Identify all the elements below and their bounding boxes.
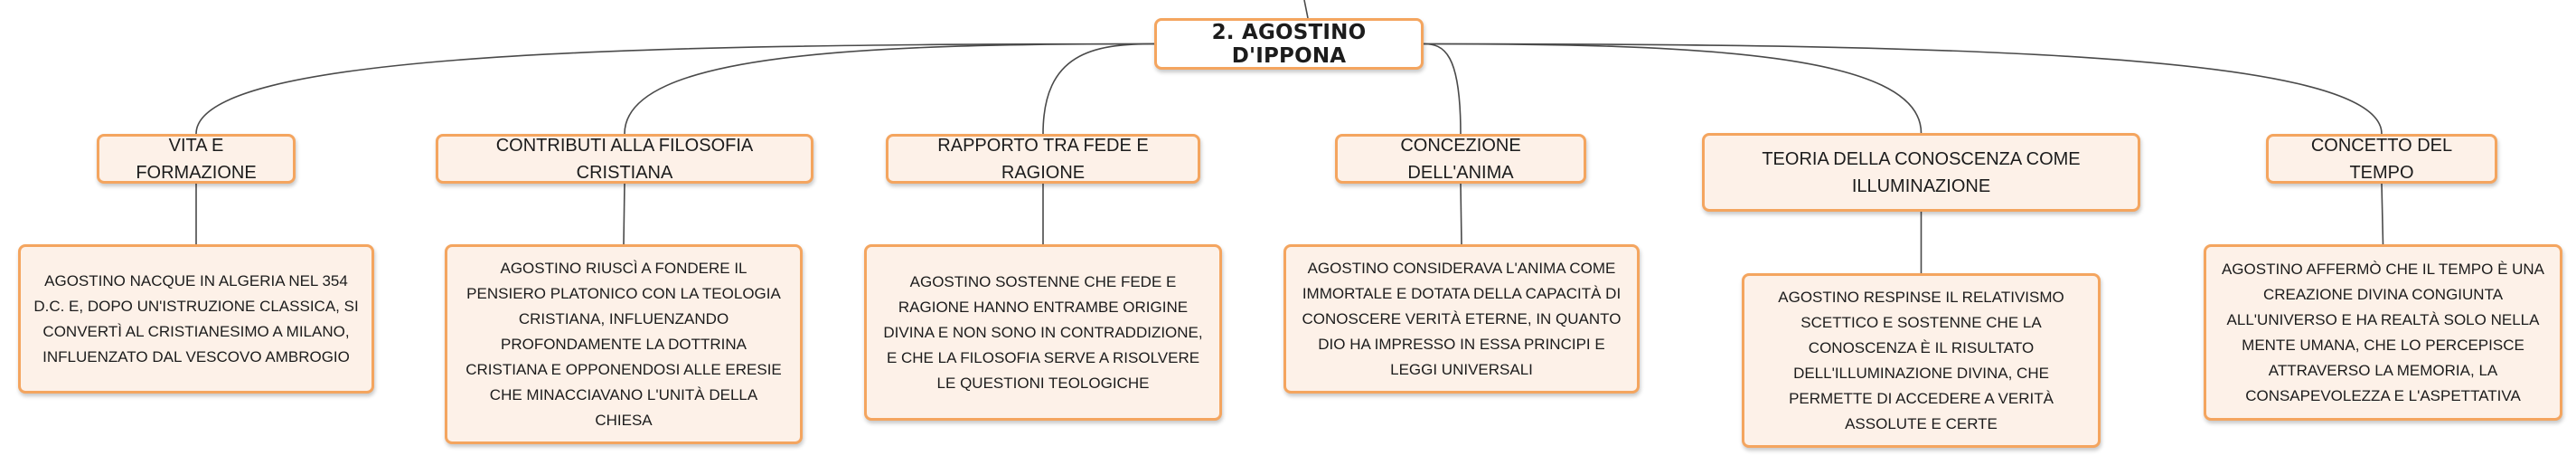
branch-link-1: [624, 43, 1155, 135]
topic-node-tempo[interactable]: CONCETTO DEL TEMPO: [2266, 134, 2497, 184]
detail-link-5: [2381, 183, 2384, 245]
branch-link-3: [1423, 43, 1462, 135]
topic-node-anima[interactable]: CONCEZIONE DELL'ANIMA: [1335, 134, 1586, 184]
detail-node-anima[interactable]: AGOSTINO CONSIDERAVA L'ANIMA COME IMMORT…: [1283, 244, 1640, 394]
branch-link-0: [195, 43, 1155, 135]
detail-text: AGOSTINO CONSIDERAVA L'ANIMA COME IMMORT…: [1302, 259, 1622, 378]
topic-node-vita[interactable]: VITA E FORMAZIONE: [97, 134, 296, 184]
detail-link-1: [623, 183, 625, 245]
detail-node-conoscenza[interactable]: AGOSTINO RESPINSE IL RELATIVISMO SCETTIC…: [1742, 273, 2101, 448]
root-node[interactable]: 2. AGOSTINO D'IPPONA: [1154, 18, 1424, 70]
topic-node-fede-ragione[interactable]: RAPPORTO TRA FEDE E RAGIONE: [886, 134, 1200, 184]
detail-text: AGOSTINO AFFERMÒ CHE IL TEMPO È UNA CREA…: [2221, 260, 2545, 404]
detail-text: AGOSTINO NACQUE IN ALGERIA NEL 354 D.C. …: [33, 271, 359, 365]
topic-label: CONTRIBUTI ALLA FILOSOFIA CRISTIANA: [495, 135, 754, 183]
detail-link-3: [1460, 183, 1462, 245]
detail-node-fede-ragione[interactable]: AGOSTINO SOSTENNE CHE FEDE E RAGIONE HAN…: [864, 244, 1222, 421]
branch-link-2: [1042, 43, 1155, 135]
detail-text: AGOSTINO RESPINSE IL RELATIVISMO SCETTIC…: [1778, 288, 2064, 432]
topic-node-conoscenza[interactable]: TEORIA DELLA CONOSCENZA COME ILLUMINAZIO…: [1702, 133, 2140, 212]
topic-label: VITA E FORMAZIONE: [136, 135, 257, 183]
topic-node-contributi[interactable]: CONTRIBUTI ALLA FILOSOFIA CRISTIANA: [436, 134, 813, 184]
branch-link-5: [1423, 43, 2383, 135]
topic-label: CONCEZIONE DELL'ANIMA: [1400, 135, 1521, 183]
detail-node-vita[interactable]: AGOSTINO NACQUE IN ALGERIA NEL 354 D.C. …: [18, 244, 374, 394]
root-parent-link: [1303, 0, 1309, 19]
topic-label: TEORIA DELLA CONOSCENZA COME ILLUMINAZIO…: [1762, 148, 2081, 196]
root-label: 2. AGOSTINO D'IPPONA: [1211, 20, 1367, 68]
topic-label: CONCETTO DEL TEMPO: [2310, 135, 2453, 183]
topic-label: RAPPORTO TRA FEDE E RAGIONE: [937, 135, 1149, 183]
detail-text: AGOSTINO RIUSCÌ A FONDERE IL PENSIERO PL…: [465, 259, 782, 429]
branch-link-4: [1423, 43, 1923, 134]
detail-text: AGOSTINO SOSTENNE CHE FEDE E RAGIONE HAN…: [883, 272, 1203, 392]
detail-node-tempo[interactable]: AGOSTINO AFFERMÒ CHE IL TEMPO È UNA CREA…: [2204, 244, 2562, 421]
detail-node-contributi[interactable]: AGOSTINO RIUSCÌ A FONDERE IL PENSIERO PL…: [445, 244, 803, 444]
